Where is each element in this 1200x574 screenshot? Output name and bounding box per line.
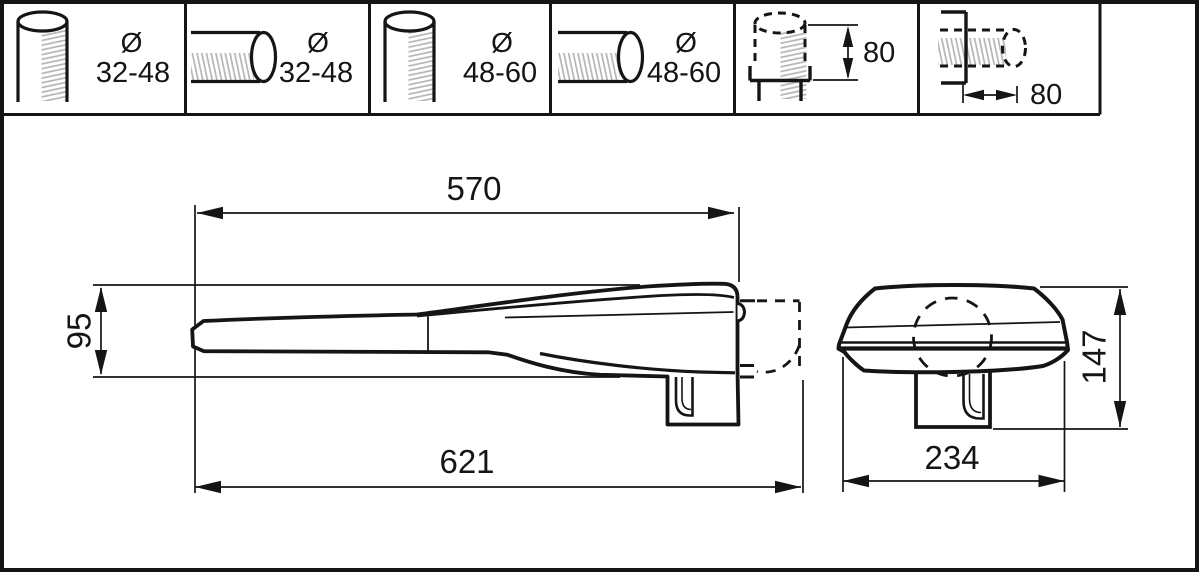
dimension-147-label: 147 [1076, 329, 1113, 384]
dimension-95-label: 95 [61, 313, 98, 350]
diameter-symbol: Ø [307, 27, 329, 58]
arrowhead-up [94, 287, 108, 312]
arrowhead-left [197, 206, 223, 220]
rear-latch [737, 302, 747, 323]
arrowhead-right [775, 480, 801, 494]
dimension-80-horizontal: 80 [962, 79, 1062, 111]
mounting-hook [962, 374, 985, 420]
dimension-570: 570 [197, 170, 734, 220]
spigot-socket-section [941, 10, 968, 85]
mount-option-cell-side-entry-large: Ø 48-60 [558, 27, 721, 89]
arrowhead-up [1113, 289, 1127, 315]
pole-vertical-dashed-icon [748, 11, 812, 101]
mount-option-cell-side-entry-small: Ø 32-48 [191, 27, 353, 89]
luminaire-end-view: 147 234 [836, 282, 1128, 492]
arrowhead-left [843, 474, 869, 488]
dimension-147: 147 [993, 286, 1128, 430]
insertion-depth-label: 80 [1030, 79, 1062, 111]
mounting-hook [674, 377, 694, 417]
dimension-621-label: 621 [439, 443, 494, 480]
arrowhead-down [1113, 401, 1127, 427]
diameter-range-label: 32-48 [96, 57, 170, 89]
socket-lips [740, 299, 755, 379]
mount-option-cell-post-top-large: Ø 48-60 [383, 10, 537, 102]
dimension-234: 234 [842, 357, 1066, 492]
mount-option-cell-depth-post-top: 80 [748, 11, 895, 101]
insertion-depth-label: 80 [863, 37, 895, 69]
spigot-socket-section [748, 66, 812, 101]
diameter-range-label: 48-60 [463, 57, 537, 89]
housing-split-line [504, 311, 734, 319]
mount-option-cell-post-top-small: Ø 32-48 [16, 10, 170, 102]
luminaire-body-outline [190, 281, 741, 427]
dimension-570-label: 570 [446, 170, 501, 207]
pole-horizontal-solid-icon [191, 30, 278, 84]
pole-horizontal-solid-icon [558, 30, 645, 84]
arrowhead-left [963, 89, 984, 101]
dimension-621: 621 [195, 443, 801, 494]
arrowhead-up [842, 26, 854, 47]
mounting-hook-inner [968, 374, 982, 414]
dimension-234-label: 234 [924, 439, 979, 476]
arrowhead-down [842, 58, 854, 79]
dimension-80-vertical: 80 [808, 24, 895, 81]
bowl-contour-line [539, 351, 736, 375]
diameter-range-label: 48-60 [647, 57, 721, 89]
diameter-symbol: Ø [491, 27, 513, 58]
canopy-contour-line [416, 293, 735, 318]
diameter-range-label: 32-48 [279, 57, 353, 89]
pole-vertical-solid-icon [16, 10, 69, 102]
end-view-bracket [914, 371, 992, 429]
diameter-symbol: Ø [675, 27, 697, 58]
arrowhead-right [1038, 474, 1065, 488]
arrowhead-right [996, 89, 1017, 101]
mount-option-cell-depth-side-entry: 80 [938, 10, 1062, 111]
arrowhead-left [195, 480, 221, 494]
arrowhead-down [94, 350, 108, 375]
mounting-hook-inner [681, 377, 692, 411]
hidden-spigot-dashed [756, 299, 801, 374]
pole-horizontal-dashed-icon [938, 10, 1027, 85]
luminaire-side-view: 570 95 621 [61, 170, 804, 494]
pole-vertical-solid-icon [383, 10, 436, 102]
end-view-split-line [845, 321, 1061, 329]
spigot-entry-circle-dashed [912, 296, 993, 378]
arrowhead-right [708, 206, 734, 220]
diameter-symbol: Ø [121, 27, 143, 58]
dimension-95: 95 [61, 287, 108, 375]
